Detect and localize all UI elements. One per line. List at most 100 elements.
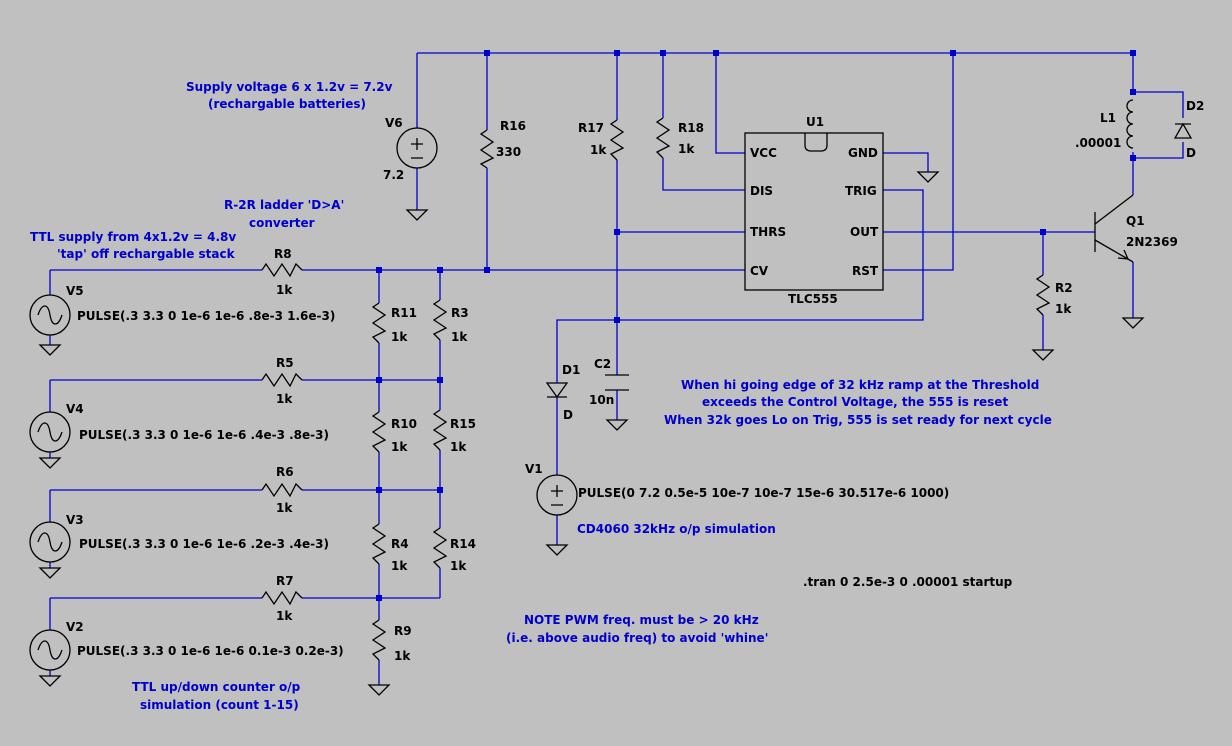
r11-symbol [371, 302, 387, 344]
d1-value: D [563, 408, 573, 422]
r5-symbol [261, 372, 303, 388]
r8-symbol [261, 262, 303, 278]
pin-cv: CV [750, 264, 769, 278]
d1-name: D1 [562, 363, 580, 377]
comment-counter-line2: simulation (count 1-15) [140, 698, 299, 712]
r18-value: 1k [678, 142, 695, 156]
comment-r2r-line1: R-2R ladder 'D>A' [224, 198, 344, 212]
d2-name: D2 [1186, 99, 1204, 113]
v4-source [29, 411, 71, 453]
ic-u1 [744, 132, 884, 291]
r17-value: 1k [590, 143, 607, 157]
r2-name: R2 [1055, 281, 1073, 295]
r14-symbol [432, 527, 448, 569]
r15-symbol [432, 409, 448, 451]
r16-value: 330 [496, 145, 521, 159]
comment-ttl-line1: TTL supply from 4x1.2v = 4.8v [30, 230, 236, 244]
v2-name: V2 [66, 620, 84, 634]
r9-symbol [371, 619, 387, 661]
comment-r2r-line2: converter [249, 216, 315, 230]
comment-threshold-line1: When hi going edge of 32 kHz ramp at the… [681, 378, 1039, 392]
d2-value: D [1186, 146, 1196, 160]
d1-symbol [545, 375, 569, 399]
comment-note-line1: NOTE PWM freq. must be > 20 kHz [524, 613, 759, 627]
r15-value: 1k [450, 440, 467, 454]
junctions [376, 50, 1136, 601]
r6-name: R6 [276, 465, 294, 479]
pin-out: OUT [850, 225, 879, 239]
v3-name: V3 [66, 513, 84, 527]
r17-name: R17 [578, 121, 604, 135]
ground-symbols [38, 171, 1145, 696]
r10-symbol [371, 411, 387, 453]
r14-value: 1k [450, 559, 467, 573]
pin-rst: RST [852, 264, 879, 278]
comment-supply-line2: (rechargable batteries) [208, 97, 366, 111]
r7-name: R7 [276, 574, 294, 588]
r9-name: R9 [394, 624, 412, 638]
v6-source [396, 127, 438, 169]
q1-symbol [1094, 194, 1134, 263]
comment-threshold-line2: exceeds the Control Voltage, the 555 is … [702, 395, 1008, 409]
r5-value: 1k [276, 392, 293, 406]
v2-source [29, 629, 71, 671]
sine-sources [29, 294, 71, 671]
v2-value: PULSE(.3 3.3 0 1e-6 1e-6 0.1e-3 0.2e-3) [77, 644, 344, 658]
v3-source [29, 521, 71, 563]
pin-dis: DIS [750, 184, 773, 198]
r4-symbol [371, 523, 387, 565]
comment-threshold-line3: When 32k goes Lo on Trig, 555 is set rea… [664, 413, 1052, 427]
spice-directive: .tran 0 2.5e-3 0 .00001 startup [803, 575, 1013, 589]
v6-value: 7.2 [383, 168, 404, 182]
r3-value: 1k [451, 330, 468, 344]
r11-value: 1k [391, 330, 408, 344]
pin-thrs: THRS [750, 225, 786, 239]
l1-symbol [1126, 99, 1134, 149]
r11-name: R11 [391, 306, 417, 320]
r16-symbol [479, 129, 495, 169]
wires [49, 52, 1184, 685]
l1-name: L1 [1100, 111, 1116, 125]
v1-source [536, 474, 578, 516]
r18-symbol [655, 117, 671, 159]
r14-name: R14 [450, 537, 476, 551]
v6-name: V6 [385, 116, 403, 130]
resistors [261, 117, 1051, 661]
r16-name: R16 [500, 119, 526, 133]
l1-value: .00001 [1075, 136, 1121, 150]
c2-symbol [605, 374, 629, 391]
pin-gnd: GND [848, 146, 878, 160]
r3-symbol [432, 299, 448, 341]
q1-name: Q1 [1126, 214, 1145, 228]
r5-name: R5 [276, 356, 294, 370]
r7-value: 1k [276, 609, 293, 623]
r10-value: 1k [391, 440, 408, 454]
comment-supply-line1: Supply voltage 6 x 1.2v = 7.2v [186, 80, 393, 94]
r2-symbol [1035, 274, 1051, 316]
labels: Supply voltage 6 x 1.2v = 7.2v (recharga… [30, 80, 1204, 712]
r2-value: 1k [1055, 302, 1072, 316]
r4-name: R4 [391, 537, 409, 551]
pin-trig: TRIG [845, 184, 877, 198]
r6-value: 1k [276, 501, 293, 515]
u1-name: U1 [806, 115, 824, 129]
comment-note-line2: (i.e. above audio freq) to avoid 'whine' [506, 631, 768, 645]
u1-part: TLC555 [788, 292, 838, 306]
v4-name: V4 [66, 402, 84, 416]
c2-name: C2 [594, 357, 611, 371]
q1-value: 2N2369 [1126, 235, 1178, 249]
v3-value: PULSE(.3 3.3 0 1e-6 1e-6 .2e-3 .4e-3) [79, 537, 329, 551]
v5-name: V5 [66, 284, 84, 298]
comment-counter-line1: TTL up/down counter o/p [132, 680, 301, 694]
r8-value: 1k [276, 283, 293, 297]
v5-source [29, 294, 71, 336]
r18-name: R18 [678, 121, 704, 135]
v5-value: PULSE(.3 3.3 0 1e-6 1e-6 .8e-3 1.6e-3) [77, 309, 335, 323]
r9-value: 1k [394, 649, 411, 663]
c2-value: 10n [589, 393, 614, 407]
r7-symbol [261, 590, 303, 606]
r17-symbol [609, 119, 625, 161]
r8-name: R8 [274, 247, 292, 261]
r4-value: 1k [391, 559, 408, 573]
